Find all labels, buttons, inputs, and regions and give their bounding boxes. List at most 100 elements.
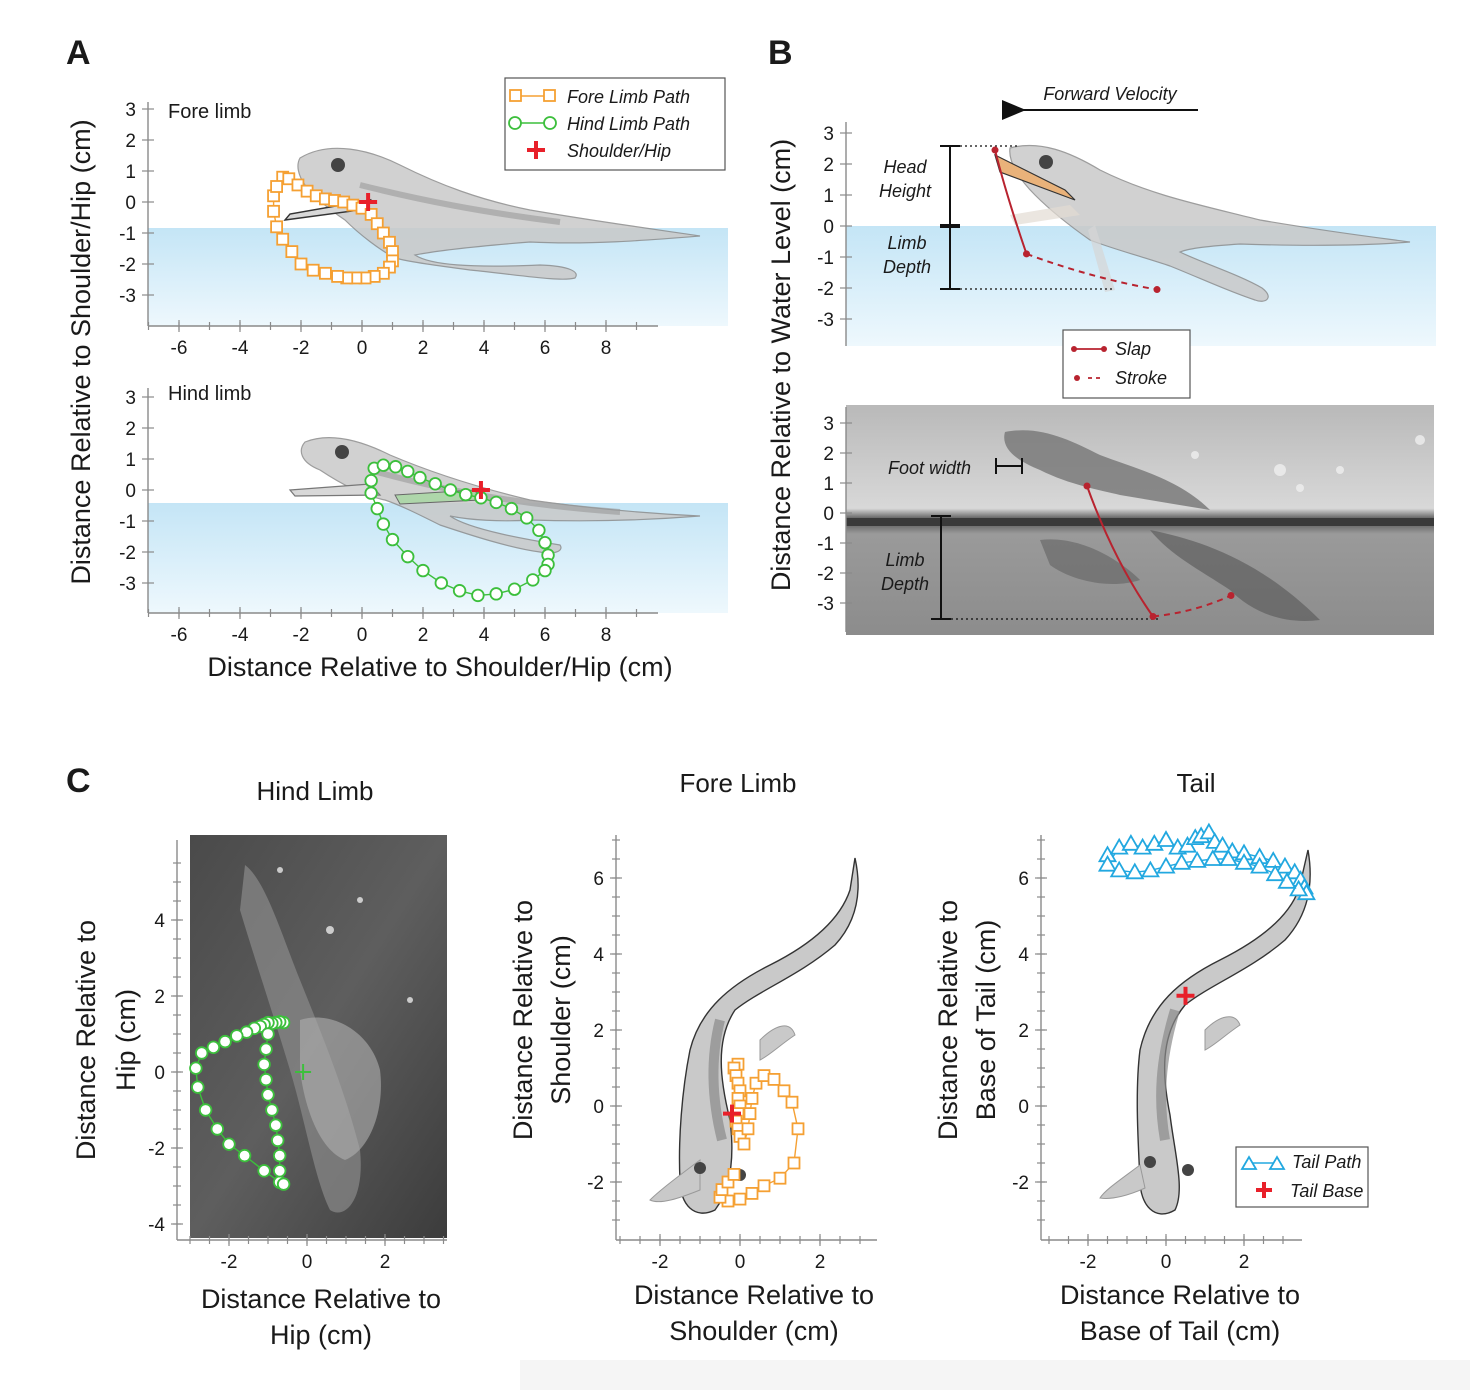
c-hind-x-title-line2: Hip (cm)	[270, 1320, 372, 1350]
panel-label-a: A	[66, 34, 91, 72]
fore-limb-point	[294, 257, 308, 271]
y-tick-label: 1	[125, 450, 136, 471]
tail-point	[1212, 835, 1233, 853]
c-tail-x-title-line1: Distance Relative to	[1060, 1280, 1300, 1310]
hind-limb-point	[443, 483, 458, 497]
y-tick-label: 3	[823, 414, 834, 435]
tail-point	[1250, 856, 1270, 874]
slap-line	[1086, 485, 1154, 618]
gecko-illustration-c-tail	[1099, 849, 1311, 1215]
tail-point	[1140, 860, 1160, 878]
fore-limb-point	[777, 1084, 791, 1098]
hind-limb-point	[428, 477, 442, 491]
fore-limb-point	[743, 1107, 757, 1120]
fore-limb-point	[737, 1137, 751, 1151]
panel-label-b: B	[768, 34, 793, 72]
limb-depth-bracket-bottom	[931, 515, 1158, 620]
tail-point	[1156, 856, 1176, 874]
x-tick-label: 8	[601, 338, 612, 359]
path-point	[1083, 482, 1091, 490]
tail-point	[1187, 851, 1207, 868]
hind-limb-point	[452, 584, 467, 598]
panel-a-x-axis-title: Distance Relative to Shoulder/Hip (cm)	[207, 652, 672, 682]
c-fore-x-title-line2: Shoulder (cm)	[669, 1316, 839, 1346]
hind-limb-point	[210, 1122, 225, 1136]
hind-limb-point	[364, 486, 378, 500]
hind-limb-point	[504, 501, 519, 516]
legend-hind-limb-path: Hind Limb Path	[567, 114, 690, 134]
panel-label-c: C	[66, 762, 91, 800]
hind-limb-path-a	[364, 458, 555, 603]
panel-a-y-axis-title: Distance Relative to Shoulder/Hip (cm)	[66, 119, 96, 584]
y-tick-label: 3	[125, 100, 136, 121]
fore-limb-point	[270, 180, 284, 193]
limb-depth-bracket-top	[940, 226, 1112, 290]
fore-limb-path-c	[713, 1057, 805, 1208]
hind-limb-point	[507, 582, 522, 596]
hind-limb-point	[189, 1061, 203, 1075]
tail-point	[1125, 862, 1145, 880]
x-tick-label: 0	[357, 625, 368, 646]
hind-limb-point	[265, 1103, 279, 1117]
x-tick-label: -6	[171, 625, 188, 646]
y-tick-label: 0	[823, 217, 834, 238]
hind-limb-point	[276, 1177, 291, 1191]
x-tick-label: 0	[357, 338, 368, 359]
hind-limb-point	[471, 588, 485, 603]
y-tick-label: -3	[119, 574, 136, 595]
hind-limb-point	[206, 1040, 221, 1055]
fore-limb-point	[785, 1095, 799, 1109]
hind-limb-point	[489, 587, 503, 601]
x-tick-label: -2	[221, 1252, 238, 1273]
path-point	[1023, 250, 1030, 258]
y-tick-label: -2	[817, 564, 834, 585]
hind-limb-point	[218, 1034, 232, 1049]
hind-limb-point	[198, 1103, 213, 1117]
forward-velocity-label: Forward Velocity	[1043, 84, 1177, 104]
fore-limb-point	[791, 1122, 805, 1136]
y-tick-label: 4	[593, 945, 604, 966]
c-tail-y-title-line2: Base of Tail (cm)	[971, 920, 1001, 1121]
legend-tail-path: Tail Path	[1292, 1152, 1361, 1172]
hind-limb-point	[222, 1137, 236, 1151]
c-fore-x-title-line1: Distance Relative to	[634, 1280, 874, 1310]
y-tick-label: -2	[148, 1139, 165, 1160]
path-point	[1149, 613, 1157, 620]
axes-a-bottom	[147, 388, 658, 614]
bottom-strip	[520, 1360, 1470, 1390]
hind-limb-point	[191, 1080, 205, 1094]
y-tick-label: 0	[593, 1097, 604, 1118]
axes-a-top	[147, 102, 658, 327]
stroke-line	[1026, 252, 1158, 291]
c-hind-x-title-line1: Distance Relative to	[201, 1284, 441, 1314]
path-point	[1227, 592, 1235, 599]
hind-limb-point	[385, 532, 400, 547]
x-tick-label: 2	[1239, 1252, 1250, 1273]
x-tick-label: 4	[479, 625, 490, 646]
hind-limb-sublabel: Hind limb	[168, 383, 251, 405]
x-tick-label: -6	[171, 338, 188, 359]
tail-point	[1275, 856, 1295, 874]
fore-limb-point	[745, 1092, 759, 1105]
hind-limb-point	[520, 511, 534, 525]
y-tick-label: -4	[148, 1215, 165, 1236]
y-tick-label: -3	[817, 310, 834, 331]
legend-tail-base: Tail Base	[1290, 1181, 1363, 1201]
fore-limb-point	[741, 1122, 755, 1136]
hind-limb-point	[532, 523, 546, 538]
fore-limb-title: Fore Limb	[679, 768, 796, 798]
fore-limb-point	[318, 266, 332, 280]
y-tick-label: 3	[125, 388, 136, 409]
x-tick-label: 6	[540, 338, 551, 359]
gecko-illustration-b-top	[994, 144, 1411, 302]
fore-limb-point	[306, 263, 320, 277]
y-tick-label: 2	[125, 419, 136, 440]
x-tick-label: 8	[601, 625, 612, 646]
tail-base-marker	[1176, 986, 1195, 1005]
